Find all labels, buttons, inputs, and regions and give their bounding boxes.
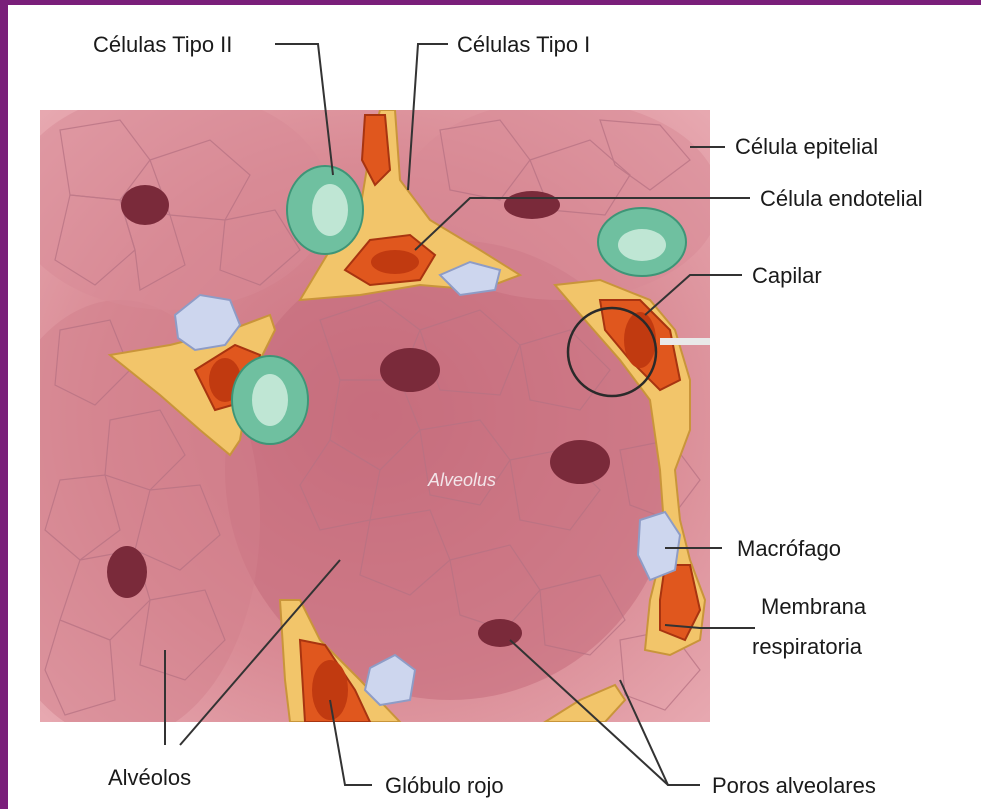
label-membrana: Membrana [761, 594, 867, 619]
label-celulas-tipo-ii: Células Tipo II [93, 32, 232, 57]
label-respiratoria: respiratoria [752, 634, 863, 659]
label-celulas-tipo-i: Células Tipo I [457, 32, 590, 57]
pore [380, 348, 440, 392]
type-ii-cell [287, 166, 363, 254]
pore [121, 185, 169, 225]
pore [478, 619, 522, 647]
label-alveolos: Alvéolos [108, 765, 191, 790]
label-capilar: Capilar [752, 263, 822, 288]
type-ii-cell [598, 208, 686, 276]
highlight-bar [660, 338, 710, 345]
alveolar-tissue [0, 90, 720, 740]
label-globulo-rojo: Glóbulo rojo [385, 773, 504, 798]
label-macrofago: Macrófago [737, 536, 841, 561]
label-celula-endotelial: Célula endotelial [760, 186, 923, 211]
pore [504, 191, 560, 219]
label-celula-epitelial: Célula epitelial [735, 134, 878, 159]
label-poros-alveolares: Poros alveolares [712, 773, 876, 798]
label-alveolus: Alveolus [427, 470, 496, 490]
pore [107, 546, 147, 598]
type-ii-cell [232, 356, 308, 444]
pore [550, 440, 610, 484]
